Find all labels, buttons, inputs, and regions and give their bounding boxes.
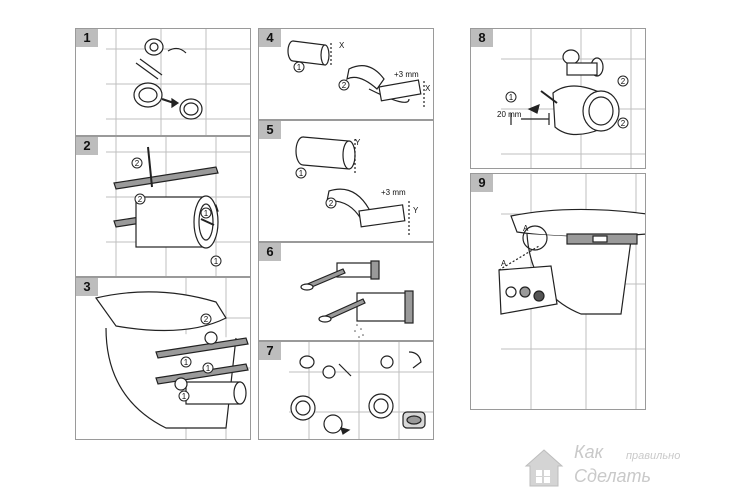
step-number-4: 4 — [259, 29, 281, 47]
callout-2b: 2 — [138, 195, 143, 204]
step-panel-6: 6 — [258, 242, 434, 341]
step-number-6: 6 — [259, 243, 281, 261]
callout-3-1c: 1 — [182, 392, 187, 401]
step-9-illustration: A A — [498, 174, 645, 409]
step-panel-7: 7 — [258, 341, 434, 440]
callout-3-2: 2 — [204, 315, 209, 324]
watermark-line2: правильно — [626, 450, 681, 462]
step-number-8: 8 — [471, 29, 493, 47]
house-logo-icon — [524, 449, 564, 487]
callout-3-1a: 1 — [184, 358, 189, 367]
step-number-5: 5 — [259, 121, 281, 139]
callout-4-2: 2 — [342, 81, 347, 90]
step-number-2: 2 — [76, 137, 98, 155]
step-number-1: 1 — [76, 29, 98, 47]
watermark-line1: Как — [574, 442, 604, 462]
callout-5-2: 2 — [329, 199, 334, 208]
step-4-illustration: X +3 mm X 1 2 — [287, 40, 431, 109]
step-1-illustration — [106, 29, 250, 135]
callout-1b: 1 — [214, 257, 219, 266]
step-panel-3: 3 2 1 1 1 — [75, 277, 251, 440]
mark-plus-3mm-5: +3 mm — [381, 188, 406, 197]
step-panel-9: 9 A A — [470, 173, 646, 410]
watermark-line3: Сделать — [574, 466, 651, 486]
step-number-3: 3 — [76, 278, 98, 296]
watermark: Как правильно Сделать — [522, 440, 732, 498]
step-number-7: 7 — [259, 342, 281, 360]
callout-8-2a: 2 — [621, 77, 626, 86]
mark-x-top: X — [339, 41, 345, 50]
mark-x-bottom: X — [425, 84, 431, 93]
callout-8-2b: 2 — [621, 119, 626, 128]
step-panel-1: 1 — [75, 28, 251, 136]
step-panel-8: 8 20 mm 1 2 2 — [470, 28, 646, 169]
step-6-illustration — [300, 260, 414, 338]
step-panel-2: 2 2 2 1 1 — [75, 136, 251, 277]
mark-a-top: A — [523, 224, 529, 233]
callout-5-1: 1 — [299, 169, 304, 178]
step-panel-4: 4 X +3 mm X 1 2 — [258, 28, 434, 120]
callout-4-1: 1 — [297, 63, 302, 72]
step-5-illustration: Y +3 mm Y 1 2 — [295, 136, 419, 235]
callout-3-1b: 1 — [206, 364, 211, 373]
step-7-illustration — [289, 342, 433, 439]
mark-20mm: 20 mm — [497, 110, 522, 119]
step-number-9: 9 — [471, 174, 493, 192]
mark-y-bottom: Y — [413, 206, 419, 215]
mark-plus-3mm: +3 mm — [394, 70, 419, 79]
callout-1a: 1 — [204, 209, 209, 218]
callout-8-1: 1 — [509, 93, 514, 102]
step-3-illustration: 2 1 1 1 — [94, 278, 250, 439]
step-2-illustration: 2 2 1 1 — [106, 137, 250, 276]
mark-a-bottom: A — [501, 259, 507, 268]
callout-2a: 2 — [135, 159, 140, 168]
step-panel-5: 5 Y +3 mm Y 1 2 — [258, 120, 434, 242]
step-8-illustration: 20 mm 1 2 2 — [497, 29, 645, 168]
mark-y-top: Y — [355, 138, 361, 147]
